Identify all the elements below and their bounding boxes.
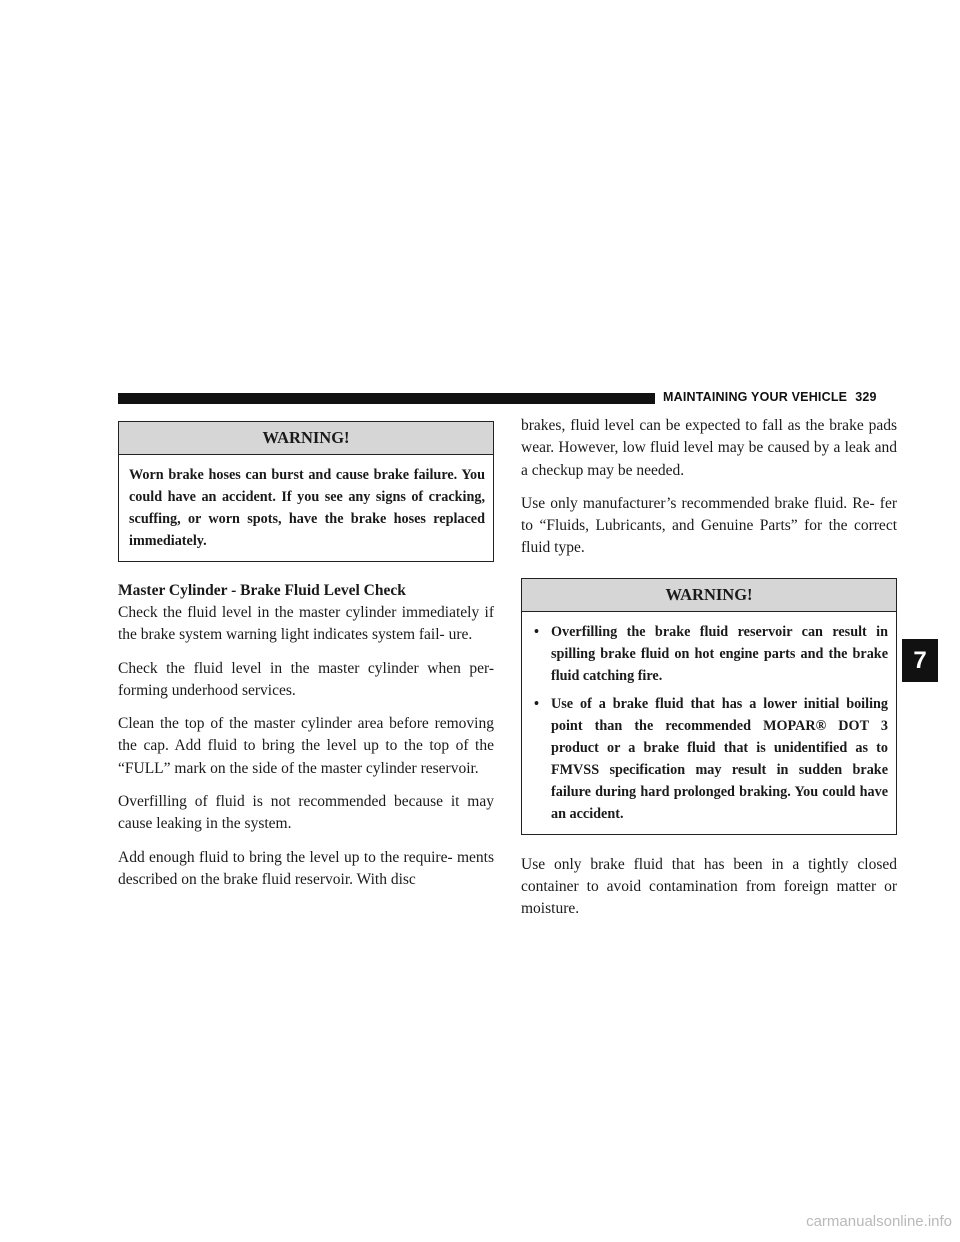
section-heading: Master Cylinder - Brake Fluid Level Chec… — [118, 582, 406, 599]
right-column: brakes, fluid level can be expected to f… — [521, 417, 897, 921]
paragraph: Add enough fluid to bring the level up t… — [118, 848, 494, 888]
section-title: MAINTAINING YOUR VEHICLE — [663, 390, 848, 404]
warning-text: Worn brake hoses can burst and cause bra… — [129, 467, 485, 549]
running-header: MAINTAINING YOUR VEHICLE 329 — [663, 390, 903, 408]
warning-body: Worn brake hoses can burst and cause bra… — [119, 455, 493, 561]
bullet-icon: • — [534, 623, 539, 640]
bullet-text: Use of a brake fluid that has a lower in… — [551, 695, 888, 822]
warning-bullet-list: • Overfilling the brake fluid reservoir c… — [532, 621, 888, 825]
warning-box-fluid: WARNING! • Overfilling the brake fluid re… — [521, 577, 897, 835]
paragraph: Use only manufacturer’s recommended brak… — [521, 494, 897, 557]
chapter-tab: 7 — [902, 639, 938, 682]
warning-bullet: • Use of a brake fluid that has a lower i… — [532, 693, 888, 825]
paragraph: brakes, fluid level can be expected to f… — [521, 417, 897, 479]
paragraph: Check the fluid level in the master cyli… — [118, 604, 494, 644]
page-number: 329 — [855, 390, 877, 404]
bullet-icon: • — [534, 695, 539, 712]
warning-body: • Overfilling the brake fluid reservoir c… — [522, 612, 896, 834]
paragraph: Overfilling of fluid is not recommended … — [118, 793, 494, 833]
paragraph: Check the fluid level in the master cyli… — [118, 659, 494, 699]
watermark: carmanualsonline.info — [806, 1213, 952, 1230]
warning-box-hoses: WARNING! Worn brake hoses can burst and … — [118, 421, 494, 562]
header-rule — [118, 393, 655, 404]
paragraph: Clean the top of the master cylinder are… — [118, 715, 494, 777]
paragraph: Use only brake fluid that has been in a … — [521, 855, 897, 918]
warning-title: WARNING! — [119, 422, 493, 455]
left-column: WARNING! Worn brake hoses can burst and … — [118, 421, 494, 891]
warning-title: WARNING! — [522, 578, 896, 612]
bullet-text: Overfilling the brake fluid reservoir ca… — [551, 623, 888, 684]
warning-bullet: • Overfilling the brake fluid reservoir c… — [532, 621, 888, 687]
